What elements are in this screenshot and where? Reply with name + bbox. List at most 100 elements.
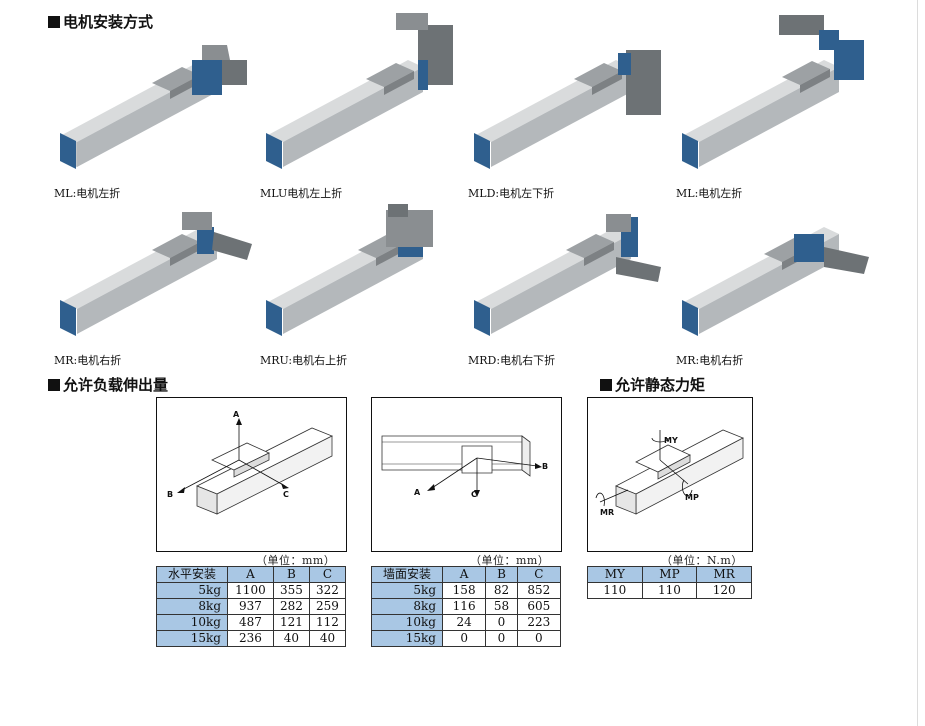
diagram-label-a: A xyxy=(233,410,240,419)
table-row: 15kg 0 0 0 xyxy=(371,630,562,647)
table-header-row: 水平安装 A B C xyxy=(156,566,347,583)
header-cell: C xyxy=(308,566,347,583)
cell-b: 82 xyxy=(485,582,518,599)
module-mrd: MRD:电机右下折 xyxy=(466,172,666,367)
cell-mr: 120 xyxy=(696,582,752,599)
cell-a: 487 xyxy=(227,614,274,631)
diagram-wall-mounting: A B C xyxy=(371,397,562,552)
cell-a: 116 xyxy=(441,598,487,615)
module-caption: MR:电机右折 xyxy=(54,354,122,367)
cell-c: 40 xyxy=(308,630,347,647)
table-row: 10kg 24 0 223 xyxy=(371,614,562,631)
row-load: 10kg xyxy=(156,614,228,631)
linear-module-illustration xyxy=(474,214,661,336)
table-row: 110 110 120 xyxy=(587,582,752,599)
header-cell: 墙面安装 xyxy=(371,566,443,583)
header-cell: MP xyxy=(641,566,698,583)
row-load: 15kg xyxy=(371,630,443,647)
static-moment-drawing xyxy=(595,429,744,515)
row-load: 8kg xyxy=(156,598,228,615)
table-header-row: MY MP MR xyxy=(587,566,752,583)
linear-module-illustration xyxy=(60,212,252,336)
module-caption: MLD:电机左下折 xyxy=(468,187,555,200)
overhang-horizontal-drawing xyxy=(177,418,333,515)
table-row: 10kg 487 121 112 xyxy=(156,614,347,631)
linear-module-illustration xyxy=(266,204,433,336)
square-bullet-icon xyxy=(600,379,612,391)
table-header-row: 墙面安装 A B C xyxy=(371,566,562,583)
module-caption: MRU:电机右上折 xyxy=(260,354,348,367)
header-cell: MR xyxy=(696,566,752,583)
cell-a: 24 xyxy=(441,614,487,631)
cell-a: 937 xyxy=(227,598,274,615)
table-wall-overhang: 墙面安装 A B C 5kg 158 82 852 8kg 116 58 605… xyxy=(371,566,562,647)
cell-b: 0 xyxy=(485,614,518,631)
diagram-label-c: C xyxy=(283,490,289,499)
cell-c: 852 xyxy=(516,582,562,599)
header-cell: C xyxy=(516,566,562,583)
module-caption: ML:电机左折 xyxy=(54,187,121,200)
row-load: 8kg xyxy=(371,598,443,615)
table-row: 5kg 158 82 852 xyxy=(371,582,562,599)
cell-c: 259 xyxy=(308,598,347,615)
diagram-label-b: B xyxy=(542,462,549,471)
cell-b: 355 xyxy=(272,582,310,599)
cell-a: 1100 xyxy=(227,582,274,599)
square-bullet-icon xyxy=(48,379,60,391)
diagram-label-my: MY xyxy=(664,436,678,445)
row-load: 5kg xyxy=(371,582,443,599)
overhang-wall-drawing xyxy=(381,435,542,497)
module-caption: MR:电机右折 xyxy=(676,354,744,367)
diagram-label-b: B xyxy=(167,490,174,499)
table-row: 8kg 937 282 259 xyxy=(156,598,347,615)
section-title-mounting: 电机安装方式 xyxy=(48,11,153,32)
header-cell: MY xyxy=(587,566,643,583)
table-static-moment: MY MP MR 110 110 120 xyxy=(587,566,752,599)
cell-a: 236 xyxy=(227,630,274,647)
row-load: 15kg xyxy=(156,630,228,647)
cell-b: 58 xyxy=(485,598,518,615)
cell-a: 158 xyxy=(441,582,487,599)
unit-label-wall: （单位：mm） xyxy=(470,554,550,567)
cell-a: 0 xyxy=(441,630,487,647)
module-caption: MLU电机左上折 xyxy=(260,187,343,200)
header-cell: B xyxy=(485,566,518,583)
cell-b: 40 xyxy=(272,630,310,647)
module-mld: MLD:电机左下折 xyxy=(466,5,666,200)
row-load: 10kg xyxy=(371,614,443,631)
module-ml-1: ML:电机左折 xyxy=(52,5,252,200)
cell-c: 0 xyxy=(516,630,562,647)
table-row: 8kg 116 58 605 xyxy=(371,598,562,615)
cell-my: 110 xyxy=(587,582,643,599)
cell-c: 223 xyxy=(516,614,562,631)
module-caption: ML:电机左折 xyxy=(676,187,743,200)
page-edge-line xyxy=(917,0,918,726)
module-mlu: MLU电机左上折 xyxy=(258,5,458,200)
unit-label-moment: （单位：N.m） xyxy=(661,554,743,567)
module-mr-2: MR:电机右折 xyxy=(674,172,874,367)
diagram-label-mp: MP xyxy=(685,493,699,502)
header-cell: A xyxy=(227,566,274,583)
linear-module-illustration xyxy=(266,13,453,169)
section-title-overhang: 允许负载伸出量 xyxy=(48,374,168,395)
header-cell: B xyxy=(272,566,310,583)
diagram-horizontal-mounting: A B C xyxy=(156,397,347,552)
module-mru: MRU:电机右上折 xyxy=(258,172,458,367)
diagram-label-mr: MR xyxy=(600,508,615,517)
diagram-label-a: A xyxy=(414,488,421,497)
cell-c: 322 xyxy=(308,582,347,599)
header-cell: 水平安装 xyxy=(156,566,228,583)
module-ml-2: ML:电机左折 xyxy=(674,5,874,200)
table-row: 5kg 1100 355 322 xyxy=(156,582,347,599)
square-bullet-icon xyxy=(48,16,60,28)
diagram-label-c: C xyxy=(471,490,477,499)
cell-c: 605 xyxy=(516,598,562,615)
cell-mp: 110 xyxy=(641,582,698,599)
row-load: 5kg xyxy=(156,582,228,599)
table-horizontal-overhang: 水平安装 A B C 5kg 1100 355 322 8kg 937 282 … xyxy=(156,566,347,647)
cell-b: 121 xyxy=(272,614,310,631)
header-cell: A xyxy=(441,566,487,583)
cell-b: 0 xyxy=(485,630,518,647)
module-caption: MRD:电机右下折 xyxy=(468,354,556,367)
linear-module-illustration xyxy=(682,15,864,169)
